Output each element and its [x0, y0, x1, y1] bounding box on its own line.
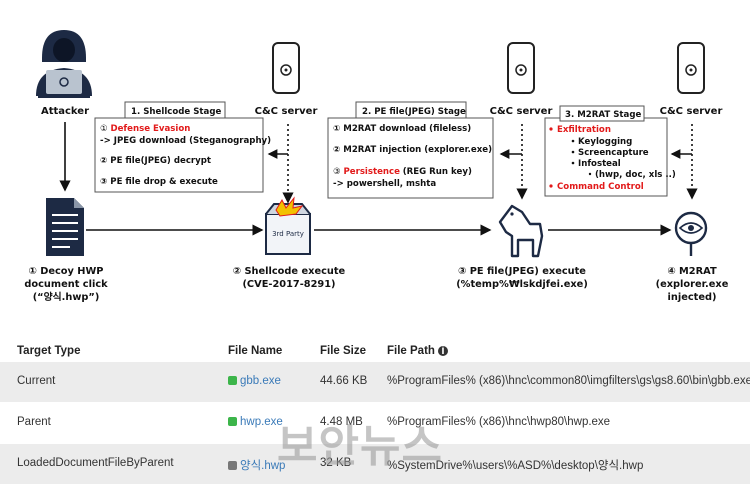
cc-server-icon-3: [677, 42, 705, 94]
step3-line2: (%temp%₩lskdjfei.exe): [456, 279, 588, 290]
attacker-icon: [36, 30, 92, 98]
file-name-link[interactable]: hwp.exe: [240, 416, 283, 428]
row-file-path: %ProgramFiles% (x86)\hnc\common80\imgfil…: [387, 375, 750, 387]
stage3-box: 3. M2RAT Stage Exfiltration Keylogging S…: [544, 105, 676, 197]
stage1-line4: ③ PE file drop & execute: [100, 177, 218, 187]
stage1-box: 1. Shellcode Stage ① Defense Evasion -> …: [94, 101, 271, 193]
cc-label-1: C&C server: [255, 106, 318, 117]
party-badge: 3rd Party: [272, 230, 304, 238]
stage2-persistence: Persistence: [343, 167, 400, 177]
step4-line1: ④ M2RAT: [667, 266, 717, 277]
header-file-name: File Name: [228, 345, 283, 357]
cc-label-3: C&C server: [660, 106, 723, 117]
info-icon[interactable]: i: [437, 345, 448, 357]
row-file-size: 4.48 MB: [320, 416, 363, 428]
table-row: Parent hwp.exe 4.48 MB %ProgramFiles% (x…: [0, 403, 750, 443]
step1-line3: (“양식.hwp”): [33, 290, 100, 303]
header-target-type: Target Type: [17, 345, 81, 357]
row-file-size: 44.66 KB: [320, 375, 368, 387]
table-row: Current gbb.exe 44.66 KB %ProgramFiles% …: [0, 362, 750, 402]
table-row: LoadedDocumentFileByParent 양식.hwp 32 KB …: [0, 444, 750, 484]
svg-text:③ Persistence (REG Run key): ③ Persistence (REG Run key): [333, 167, 472, 177]
document-icon: [46, 198, 84, 256]
stage3-command-control: Command Control: [557, 182, 644, 192]
stage3-exfiltration: Exfiltration: [557, 125, 611, 135]
row-file-path: %SystemDrive%\users\%ASD%\desktop\양식.hwp: [387, 460, 644, 472]
row-file-size: 32 KB: [320, 457, 352, 469]
stage2-line2: ② M2RAT injection (explorer.exe): [333, 145, 492, 155]
svg-text:① Defense Evasion: ① Defense Evasion: [100, 124, 190, 134]
file-name-link[interactable]: gbb.exe: [240, 375, 281, 387]
file-icon: [228, 461, 237, 470]
cc-server-icon-2: [507, 42, 535, 94]
row-target-type: Current: [17, 375, 56, 387]
stage3-screencapture: Screencapture: [578, 148, 649, 158]
row-target-type: LoadedDocumentFileByParent: [17, 457, 174, 469]
cc-server-icon-1: [272, 42, 300, 94]
stage3-filetypes: (hwp, doc, xls ..): [595, 170, 676, 180]
row-file-path: %ProgramFiles% (x86)\hnc\hwp80\hwp.exe: [387, 416, 611, 428]
table-header: Target Type File Name File Size File Pat…: [0, 336, 750, 368]
watermark: 보안뉴스: [277, 421, 443, 472]
stage1-title: 1. Shellcode Stage: [131, 107, 221, 117]
stage1-line2: -> JPEG download (Steganography): [100, 136, 271, 146]
stage2-box: 2. PE file(JPEG) Stage ① M2RAT download …: [327, 101, 494, 199]
stage3-title: 3. M2RAT Stage: [565, 110, 641, 120]
stage1-num: ①: [100, 124, 108, 134]
file-name-link[interactable]: 양식.hwp: [240, 460, 286, 472]
header-file-size: File Size: [320, 345, 367, 357]
row-file-name[interactable]: hwp.exe: [228, 416, 283, 428]
row-target-type: Parent: [17, 416, 51, 428]
row-file-name[interactable]: 양식.hwp: [228, 457, 285, 473]
step4-line3: injected): [668, 292, 717, 303]
stage2-line1: ① M2RAT download (fileless): [333, 124, 471, 134]
header-file-path-label: File Path: [387, 345, 435, 357]
attacker-label: Attacker: [41, 106, 89, 117]
step2-line2: (CVE-2017-8291): [242, 279, 335, 290]
stage2-title: 2. PE file(JPEG) Stage: [362, 107, 466, 117]
step4-line2: (explorer.exe: [656, 279, 729, 290]
file-icon: [228, 417, 237, 426]
step1-line2: document click: [24, 279, 108, 290]
file-icon: [228, 376, 237, 385]
m2rat-eye-icon: [674, 211, 708, 256]
step3-line1: ③ PE file(JPEG) execute: [458, 266, 586, 277]
stage1-line3: ② PE file(JPEG) decrypt: [100, 156, 211, 166]
step1-line1: ① Decoy HWP: [28, 266, 103, 277]
stage3-infosteal: Infosteal: [578, 159, 621, 169]
stage2-line4: -> powershell, mshta: [333, 179, 436, 189]
stage1-defense-evasion: Defense Evasion: [110, 124, 190, 134]
trojan-horse-icon: [498, 204, 544, 258]
third-party-box-icon: 3rd Party: [265, 196, 311, 255]
stage2-num: ③: [333, 167, 341, 177]
step2-line1: ② Shellcode execute: [233, 266, 346, 277]
cc-label-2: C&C server: [490, 106, 553, 117]
stage3-keylogging: Keylogging: [578, 137, 632, 147]
stage2-reg: (REG Run key): [403, 167, 472, 177]
row-file-name[interactable]: gbb.exe: [228, 375, 281, 387]
attack-flow-diagram: Attacker C&C server C&C server C&C serve…: [24, 30, 729, 303]
file-info-table: Target Type File Name File Size File Pat…: [0, 336, 750, 491]
